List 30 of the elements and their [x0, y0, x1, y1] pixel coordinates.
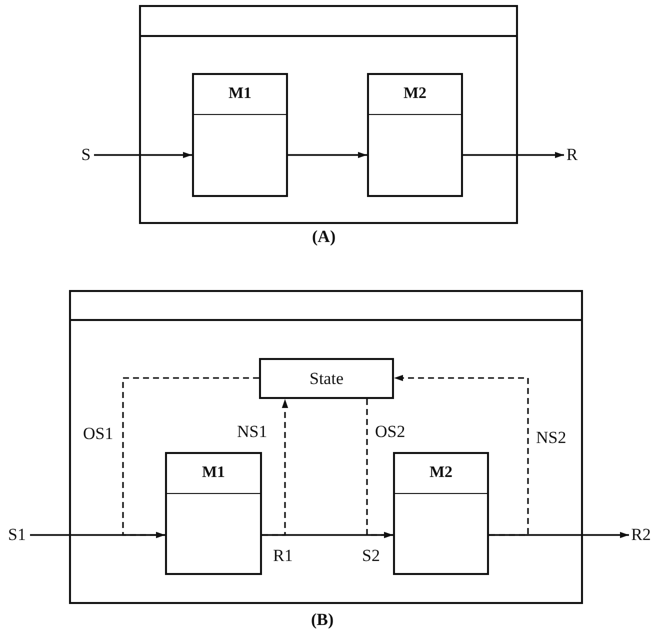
arrow: [94, 152, 192, 158]
figure-caption: (B): [311, 611, 334, 628]
module-name: M2: [369, 75, 461, 115]
module-name: M1: [167, 454, 260, 494]
arrow: [463, 152, 564, 158]
signal-label: R1: [273, 547, 293, 564]
system-frame: [139, 5, 518, 224]
dashed-arrow: [366, 399, 393, 538]
dashed-arrow: [394, 374, 529, 536]
dashed-arrow: [122, 377, 259, 538]
signal-label: R: [564, 144, 580, 166]
edge-label: NS1: [236, 423, 268, 440]
signal-label: R2: [629, 524, 653, 546]
signal-label: S2: [362, 547, 380, 564]
system-frame: [69, 290, 583, 604]
signal-label: S1: [4, 524, 30, 546]
edge-label: OS2: [374, 423, 406, 440]
edge-label: OS1: [82, 425, 114, 442]
module-box: [393, 452, 489, 575]
edge-label: NS2: [535, 429, 568, 446]
module-name: M1: [194, 75, 286, 115]
dashed-arrow: [262, 399, 288, 536]
module-box: [165, 452, 262, 575]
signal-label: S: [78, 144, 94, 166]
arrow: [288, 152, 367, 158]
state-box: State: [259, 358, 394, 399]
module-box: [367, 73, 463, 197]
module-name: M2: [395, 454, 487, 494]
module-box: [192, 73, 288, 197]
figure-caption: (A): [312, 228, 336, 245]
